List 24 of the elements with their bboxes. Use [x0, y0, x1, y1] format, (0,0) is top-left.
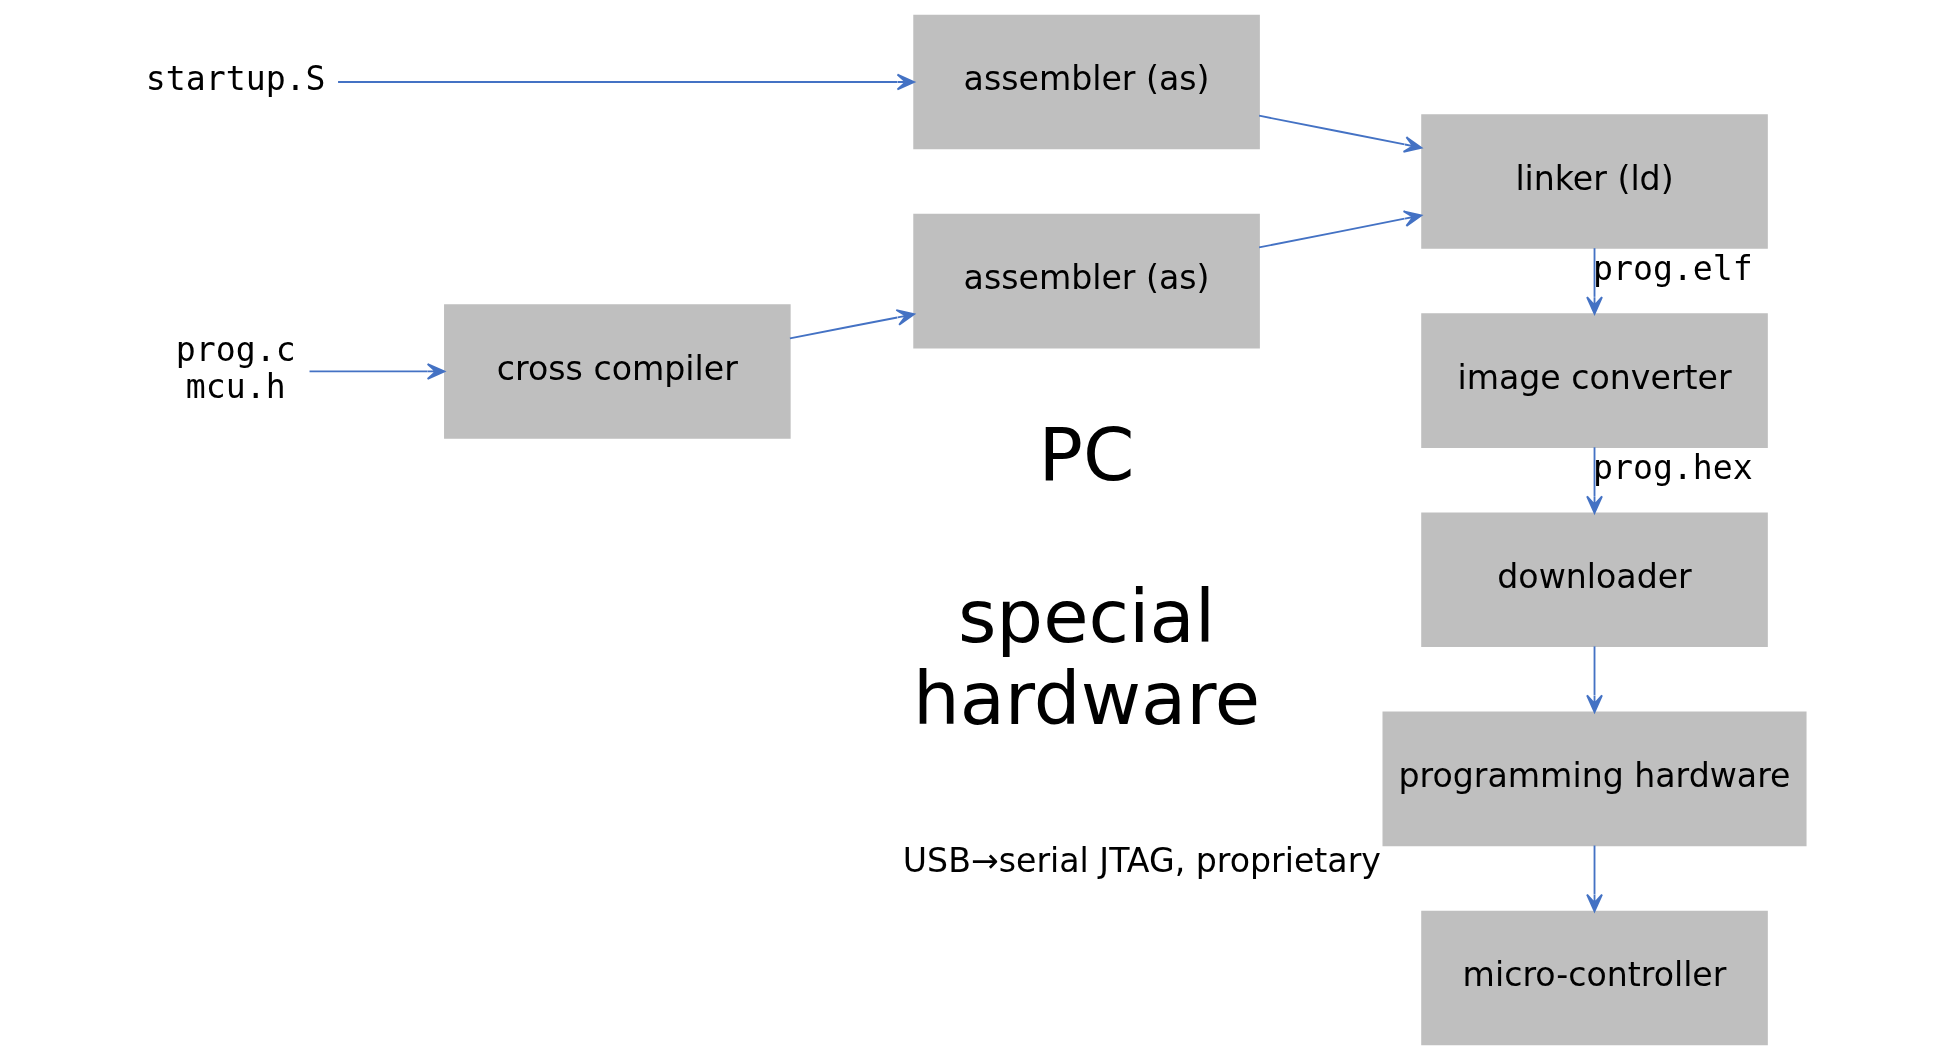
node-text: startup.S	[145, 59, 326, 99]
arrow	[1586, 446, 1603, 514]
node-box: downloader	[1421, 512, 1768, 648]
arrow	[789, 309, 915, 340]
edge-label: prog.hex	[1592, 447, 1753, 487]
node-box: assembler (as)	[913, 213, 1260, 349]
arrow	[308, 363, 446, 380]
label: PC	[1038, 412, 1135, 498]
node-box: cross compiler	[444, 304, 791, 439]
node-box: image converter	[1421, 313, 1768, 448]
arrow	[1586, 645, 1603, 713]
node-box: assembler (as)	[913, 14, 1260, 150]
label: special hardware	[912, 574, 1261, 741]
arrow	[1586, 247, 1603, 315]
arrow	[1586, 844, 1603, 913]
arrow	[1258, 114, 1423, 153]
arrow	[337, 73, 915, 91]
node-label: USB→serial JTAG, proprietary	[902, 840, 1381, 880]
node-box: linker (ld)	[1421, 114, 1768, 249]
node-box: programming hardware	[1382, 711, 1807, 847]
arrow	[1258, 210, 1423, 249]
edge-label: prog.elf	[1592, 248, 1753, 288]
node-text: prog.c mcu.h	[175, 330, 296, 406]
node-box: micro-controller	[1421, 910, 1768, 1046]
